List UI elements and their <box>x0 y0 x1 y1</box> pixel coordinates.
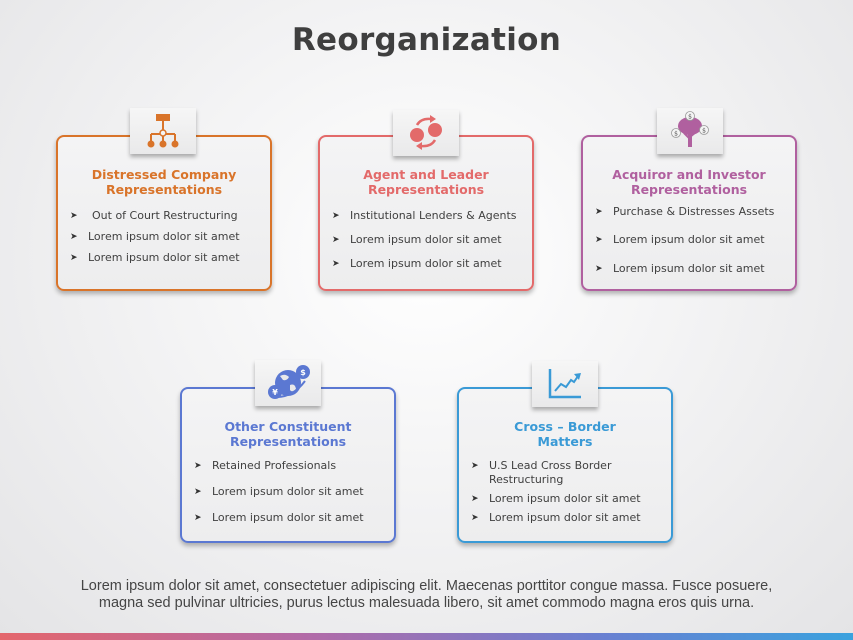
icon-box <box>532 361 598 407</box>
card-title: Cross – Border Matters <box>514 419 616 449</box>
list-item: ➤Lorem ipsum dolor sit amet <box>595 262 765 275</box>
bullet-list: ➤Institutional Lenders & Agents ➤Lorem i… <box>332 209 526 271</box>
list-item: ➤Lorem ipsum dolor sit amet <box>70 230 240 243</box>
list-item: ➤Lorem ipsum dolor sit amet <box>471 492 641 505</box>
globe-currency-icon: ¥ $ <box>268 365 310 399</box>
list-item: ➤Lorem ipsum dolor sit amet <box>332 257 502 270</box>
list-item: ➤Out of Court Restructuring <box>70 209 238 222</box>
list-item: ➤Lorem ipsum dolor sit amet <box>194 511 364 524</box>
list-item: ➤Lorem ipsum dolor sit amet <box>332 233 502 246</box>
list-item: ➤Retained Professionals <box>194 459 337 472</box>
growth-chart-icon <box>548 369 581 399</box>
icon-box <box>130 108 196 154</box>
list-item: ➤Lorem ipsum dolor sit amet <box>595 233 765 246</box>
icon-box: ¥ $ <box>255 360 321 406</box>
card-agent-leader: Agent and Leader Representations ➤Instit… <box>318 135 534 291</box>
card-title: Agent and Leader Representations <box>363 167 489 197</box>
svg-text:$: $ <box>300 368 306 377</box>
bullet-list: ➤Purchase & Distresses Assets ➤Lorem ips… <box>595 205 789 276</box>
svg-text:$: $ <box>688 114 692 121</box>
card-acquiror-investor: Acquiror and Investor Representations ➤P… <box>581 135 797 291</box>
money-tree-icon: $ $ $ <box>671 111 709 147</box>
icon-box <box>393 110 459 156</box>
card-other-constituent: Other Constituent Representations ➤Retai… <box>180 387 396 543</box>
svg-text:$: $ <box>702 128 706 135</box>
list-item: ➤U.S Lead Cross Border Restructuring <box>471 459 612 486</box>
list-item: ➤Institutional Lenders & Agents <box>332 209 517 222</box>
svg-text:¥: ¥ <box>272 388 278 397</box>
card-title: Distressed Company Representations <box>91 167 237 197</box>
svg-text:$: $ <box>674 131 678 138</box>
list-item: ➤Purchase & Distresses Assets <box>595 205 775 218</box>
cycle-arrows-icon <box>410 115 442 150</box>
card-title: Other Constituent Representations <box>224 419 352 449</box>
org-chart-icon <box>147 114 179 148</box>
bullet-list: ➤U.S Lead Cross Border Restructuring ➤Lo… <box>471 459 641 525</box>
icon-box: $ $ $ <box>657 108 723 154</box>
list-item: ➤Lorem ipsum dolor sit amet <box>70 251 240 264</box>
list-item: ➤Lorem ipsum dolor sit amet <box>471 511 641 524</box>
footer-paragraph: Lorem ipsum dolor sit amet, consectetuer… <box>80 578 773 611</box>
gradient-bottom-bar <box>0 633 853 640</box>
list-item: ➤Lorem ipsum dolor sit amet <box>194 485 364 498</box>
slide-title: Reorganization <box>291 22 562 58</box>
bullet-list: ➤Out of Court Restructuring ➤Lorem ipsum… <box>70 209 264 265</box>
bullet-list: ➤Retained Professionals ➤Lorem ipsum dol… <box>194 459 388 525</box>
card-distressed-company: Distressed Company Representations ➤Out … <box>56 135 272 291</box>
card-cross-border: Cross – Border Matters ➤U.S Lead Cross B… <box>457 387 673 543</box>
card-title: Acquiror and Investor Representations <box>612 167 766 197</box>
